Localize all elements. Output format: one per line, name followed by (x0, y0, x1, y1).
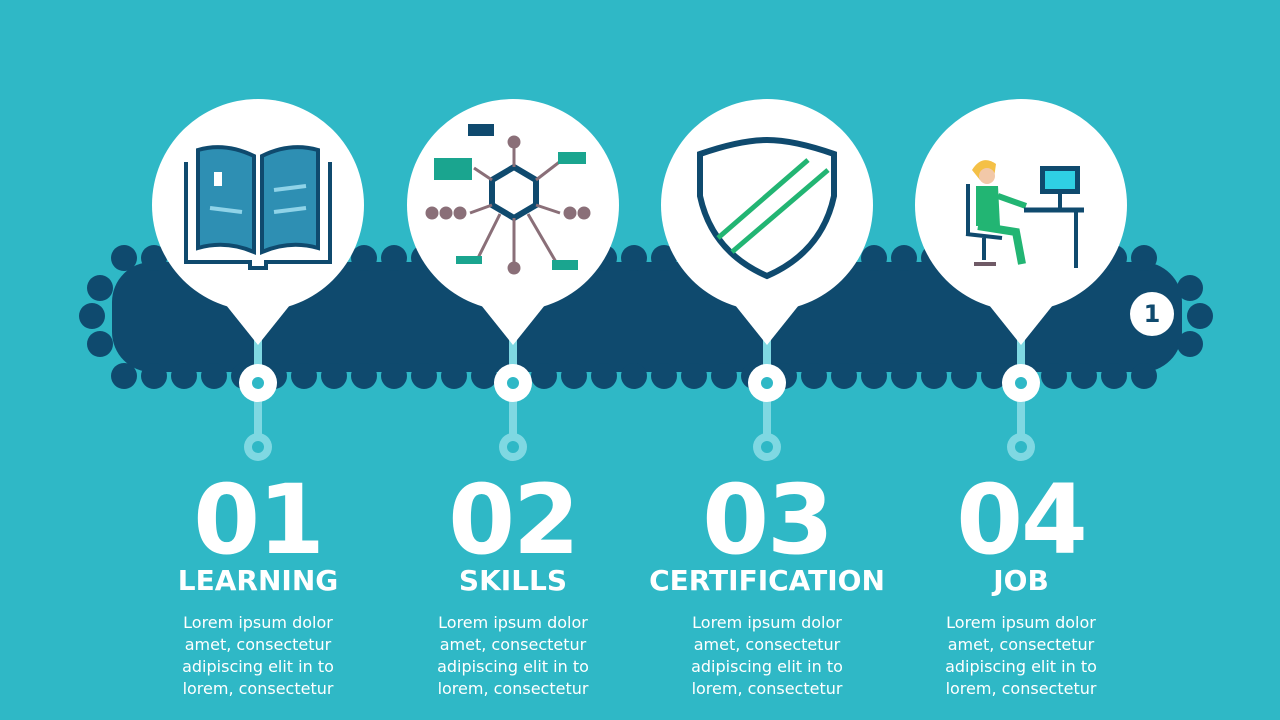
gear-tooth (651, 245, 677, 271)
gear-tooth (681, 363, 707, 389)
gear-tooth (111, 245, 137, 271)
step-title: SKILLS (458, 564, 568, 597)
gear-tooth (171, 363, 197, 389)
gear-tooth (591, 363, 617, 389)
gear-tooth (351, 363, 377, 389)
gear-tooth (651, 363, 677, 389)
gear-tooth (891, 245, 917, 271)
gear-tooth (1071, 363, 1097, 389)
gear-tooth (201, 363, 227, 389)
gear-tooth (1101, 363, 1127, 389)
step-description: Lorem ipsum dolor amet, consectetur adip… (437, 613, 589, 698)
step-description: Lorem ipsum dolor amet, consectetur adip… (945, 613, 1097, 698)
gear-tooth (79, 303, 105, 329)
gear-tooth (381, 363, 407, 389)
step-number: 03 (702, 464, 834, 576)
gear-tooth (471, 363, 497, 389)
gear-tooth (87, 275, 113, 301)
person-at-desk-icon (965, 160, 1084, 268)
gear-tooth (1177, 275, 1203, 301)
gear-tooth (1041, 363, 1067, 389)
gear-tooth (441, 363, 467, 389)
gear-tooth (981, 363, 1007, 389)
gear-tooth (801, 363, 827, 389)
gear-tooth (351, 245, 377, 271)
step-title: LEARNING (177, 564, 339, 597)
step-title: JOB (993, 564, 1049, 597)
gear-tooth (861, 363, 887, 389)
step-job: 04 JOB Lorem ipsum dolor amet, consectet… (891, 470, 1151, 700)
gear-tooth (321, 363, 347, 389)
network-hexagon-icon (425, 124, 591, 275)
shield-icon (697, 136, 837, 280)
gear-tooth (1131, 245, 1157, 271)
gear-tooth (861, 245, 887, 271)
step-description: Lorem ipsum dolor amet, consectetur adip… (182, 613, 334, 698)
gear-tooth (141, 245, 167, 271)
gear-tooth (411, 363, 437, 389)
step-skills: 02 SKILLS Lorem ipsum dolor amet, consec… (383, 470, 643, 700)
gear-tooth (831, 363, 857, 389)
gear-tooth (891, 363, 917, 389)
gear-tooth (111, 363, 137, 389)
gear-tooth (381, 245, 407, 271)
gear-tooth (291, 363, 317, 389)
step-certification: 03 CERTIFICATION Lorem ipsum dolor amet,… (637, 470, 897, 700)
gear-tooth (1187, 303, 1213, 329)
gear-tooth (87, 331, 113, 357)
connector-1 (239, 300, 277, 461)
step-description: Lorem ipsum dolor amet, consectetur adip… (691, 613, 843, 698)
connector-4 (1002, 300, 1040, 461)
step-learning: 01 LEARNING Lorem ipsum dolor amet, cons… (128, 470, 388, 700)
open-book-icon (184, 145, 332, 270)
step-number: 01 (193, 464, 325, 576)
step-badge: 1 (1130, 292, 1174, 336)
step-number: 04 (956, 464, 1088, 576)
gear-tooth (951, 363, 977, 389)
connectors (239, 300, 1040, 461)
gear-tooth (141, 363, 167, 389)
step-title: CERTIFICATION (649, 564, 885, 597)
gear-tooth (531, 363, 557, 389)
gear-tooth (921, 363, 947, 389)
connector-2 (494, 300, 532, 461)
gear-tooth (1131, 363, 1157, 389)
gear-tooth (1177, 331, 1203, 357)
gear-tooth (621, 245, 647, 271)
gear-tooth (621, 363, 647, 389)
gear-tooth (561, 363, 587, 389)
connector-3 (748, 300, 786, 461)
gear-tooth (711, 363, 737, 389)
step-number: 02 (448, 464, 580, 576)
